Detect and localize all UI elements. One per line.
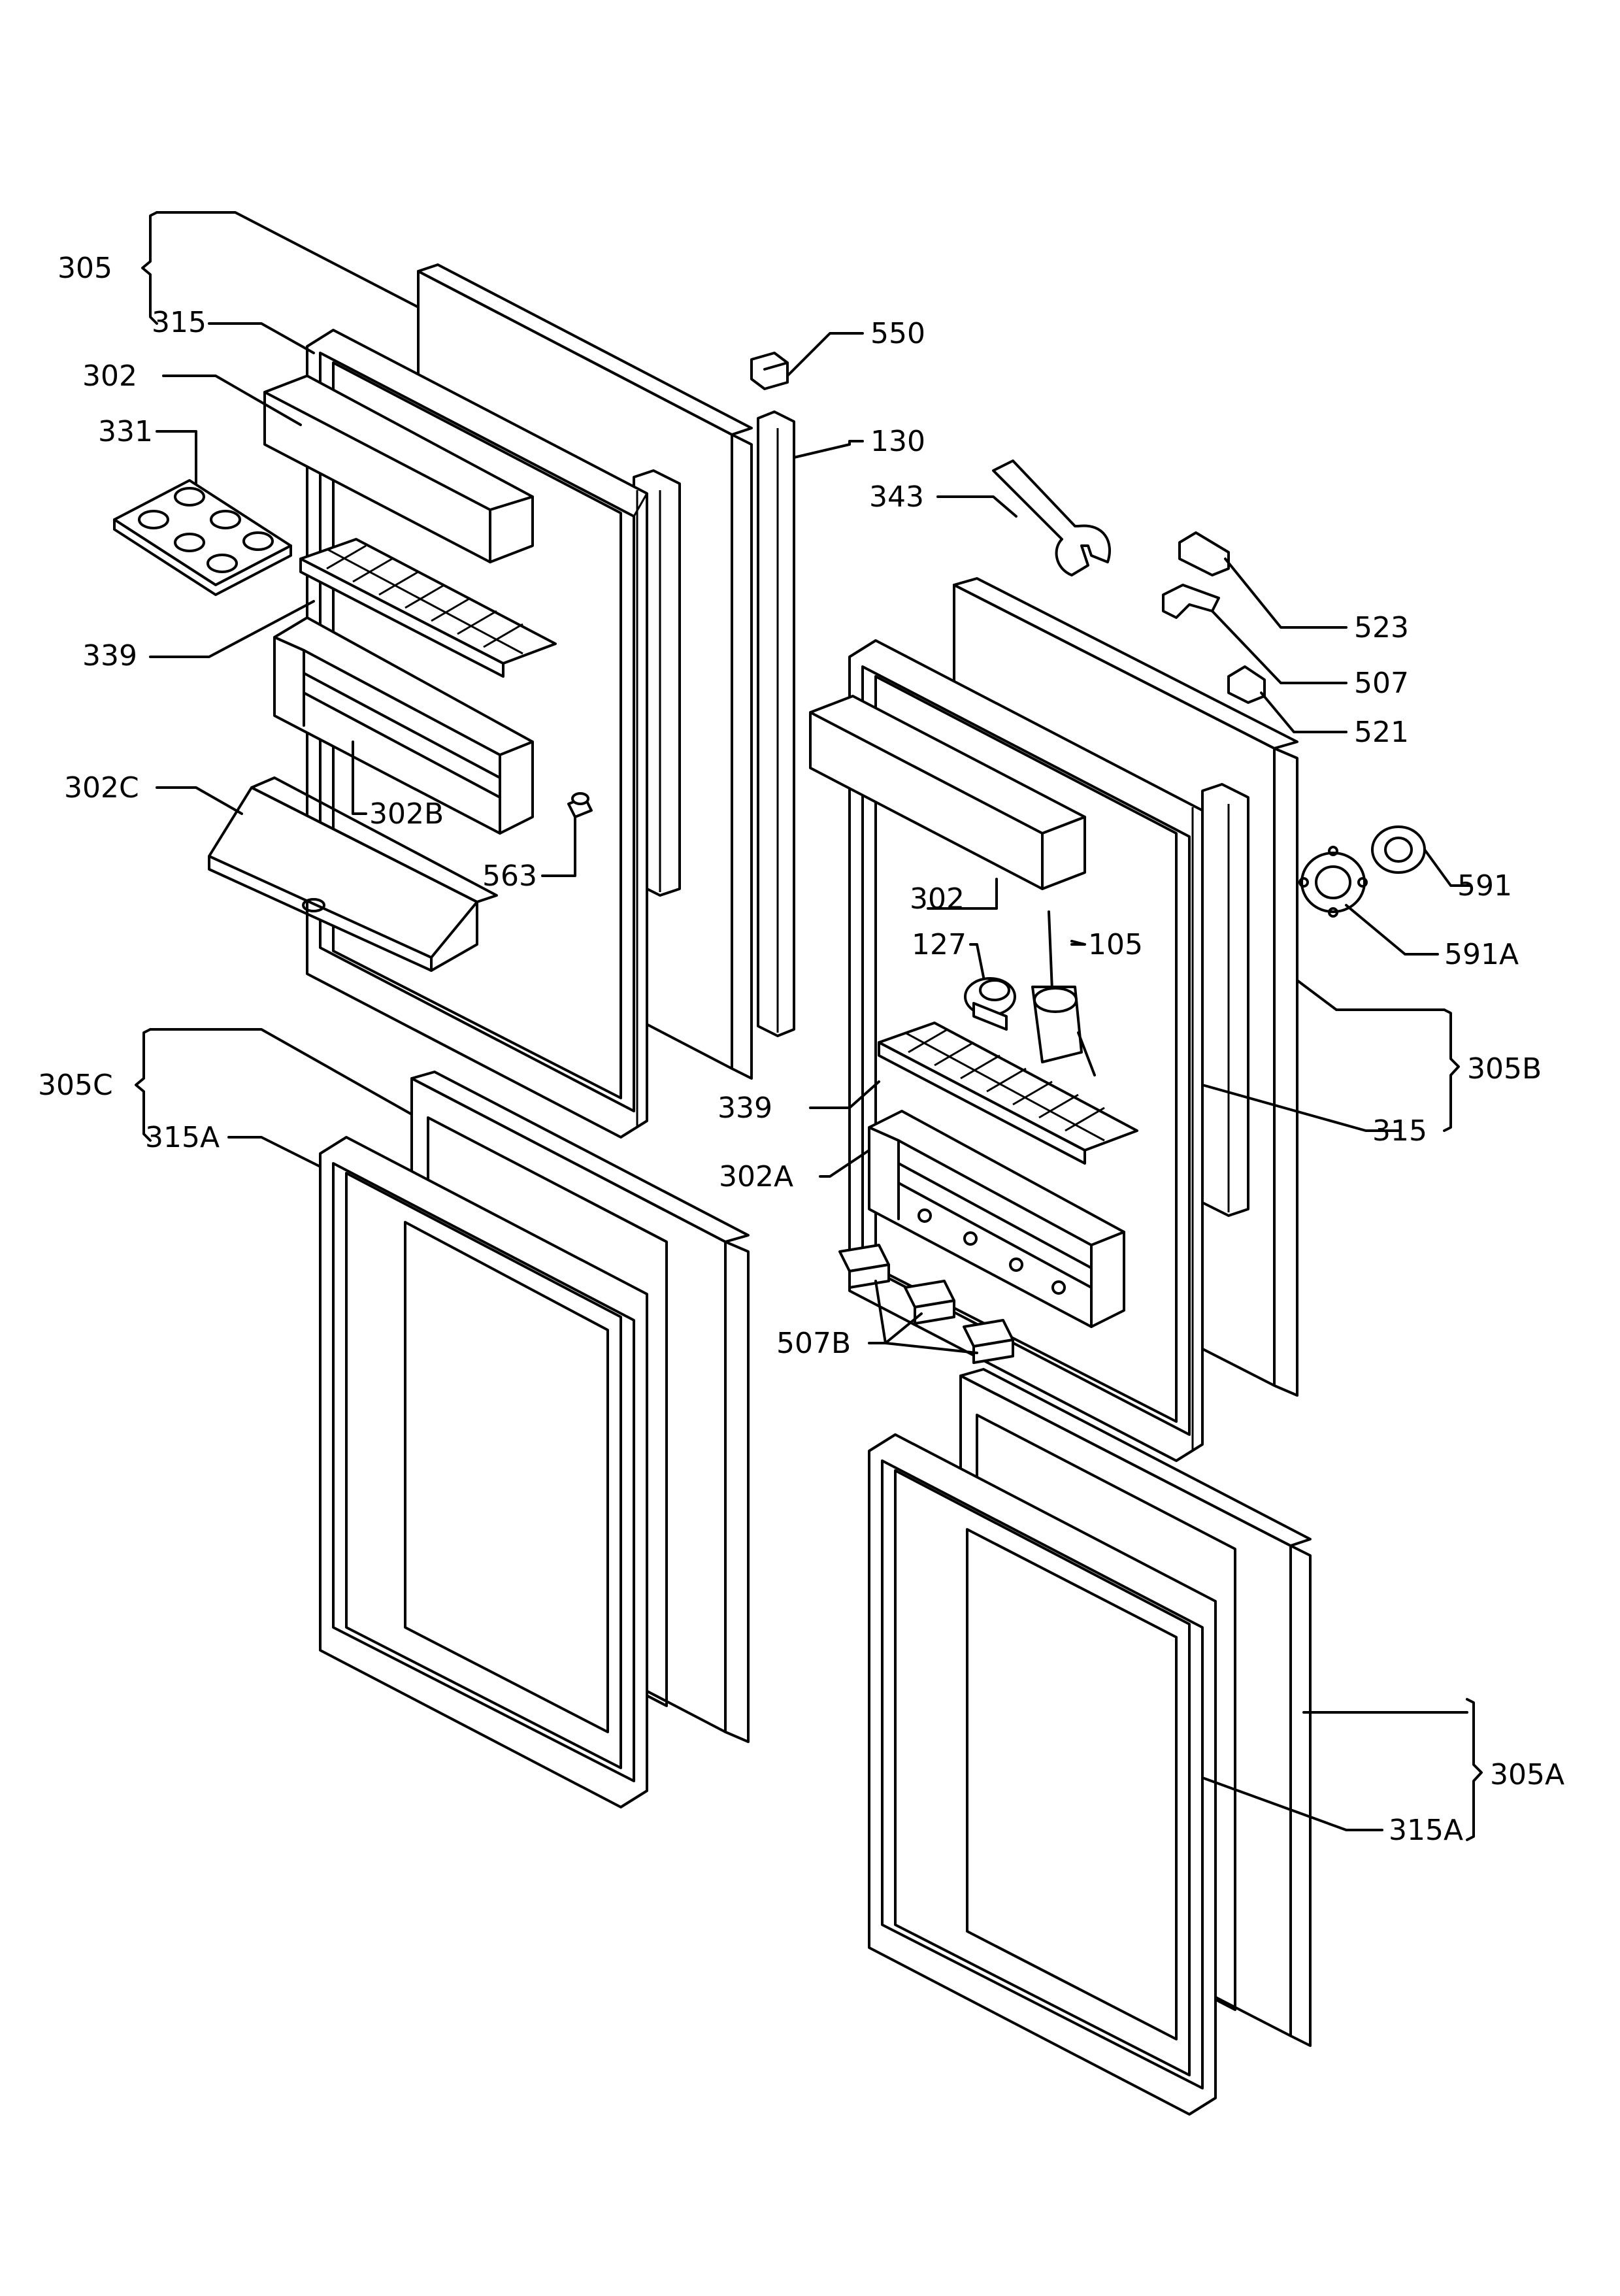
door-inner-liner-upper-right [1201, 783, 1249, 1217]
label-315-top: 315 [152, 306, 207, 339]
label-563: 563 [482, 859, 537, 893]
label-591: 591 [1457, 869, 1512, 903]
dairy-box-302C [208, 776, 498, 972]
label-339-left: 339 [82, 639, 137, 673]
label-302-left: 302 [82, 359, 137, 393]
label-302A: 302A [719, 1160, 793, 1193]
ring-591 [1371, 825, 1426, 874]
egg-tray-331 [113, 479, 292, 596]
label-550: 550 [870, 317, 925, 350]
label-507B: 507B [776, 1327, 851, 1360]
part-550-cap [750, 352, 789, 390]
divider-strip-130 [757, 410, 795, 1037]
bracket-523 [1178, 531, 1230, 576]
label-507: 507 [1354, 667, 1409, 700]
door-gasket-lower-right [868, 1433, 1217, 2116]
part-127-knob [964, 977, 1016, 1031]
bottle-rack-302A [868, 1110, 1125, 1328]
part-105-thermostat [1031, 910, 1096, 1076]
label-315-right: 315 [1372, 1114, 1427, 1148]
label-521: 521 [1354, 716, 1409, 749]
door-shelf-302-upper-left [263, 374, 534, 563]
label-305B: 305B [1467, 1052, 1542, 1086]
hinge-clips-507B [838, 1244, 1014, 1364]
hinge-507 [1162, 584, 1220, 619]
label-130: 130 [870, 425, 925, 458]
leader-lines [135, 211, 1483, 1841]
label-523: 523 [1354, 611, 1409, 644]
label-305A: 305A [1490, 1758, 1564, 1791]
label-302-right: 302 [910, 882, 965, 916]
door-gasket-lower-left [319, 1136, 648, 1808]
bottle-shelf-339-left [299, 538, 557, 678]
bottle-rack-302B [273, 616, 534, 835]
cap-521 [1227, 665, 1266, 704]
label-331: 331 [98, 415, 153, 448]
label-315A-left: 315A [145, 1121, 220, 1154]
label-302B: 302B [369, 797, 444, 831]
callout-labels: 305 315 302 331 339 302C 302B 563 305C 3… [38, 252, 1564, 1847]
label-591A: 591A [1444, 938, 1519, 971]
label-315A-right: 315A [1389, 1814, 1463, 1847]
part-563-stud [567, 792, 593, 818]
label-339-right: 339 [718, 1091, 772, 1125]
wrench-343 [992, 459, 1111, 576]
bottle-shelf-339-right [878, 1022, 1138, 1165]
label-105: 105 [1088, 928, 1143, 961]
label-127: 127 [912, 928, 967, 961]
label-305: 305 [58, 252, 112, 285]
gear-591A [1298, 846, 1368, 918]
label-305C: 305C [38, 1069, 113, 1102]
label-343: 343 [869, 480, 924, 514]
door-shelf-302-upper-right [809, 695, 1086, 890]
label-302C: 302C [64, 771, 139, 805]
